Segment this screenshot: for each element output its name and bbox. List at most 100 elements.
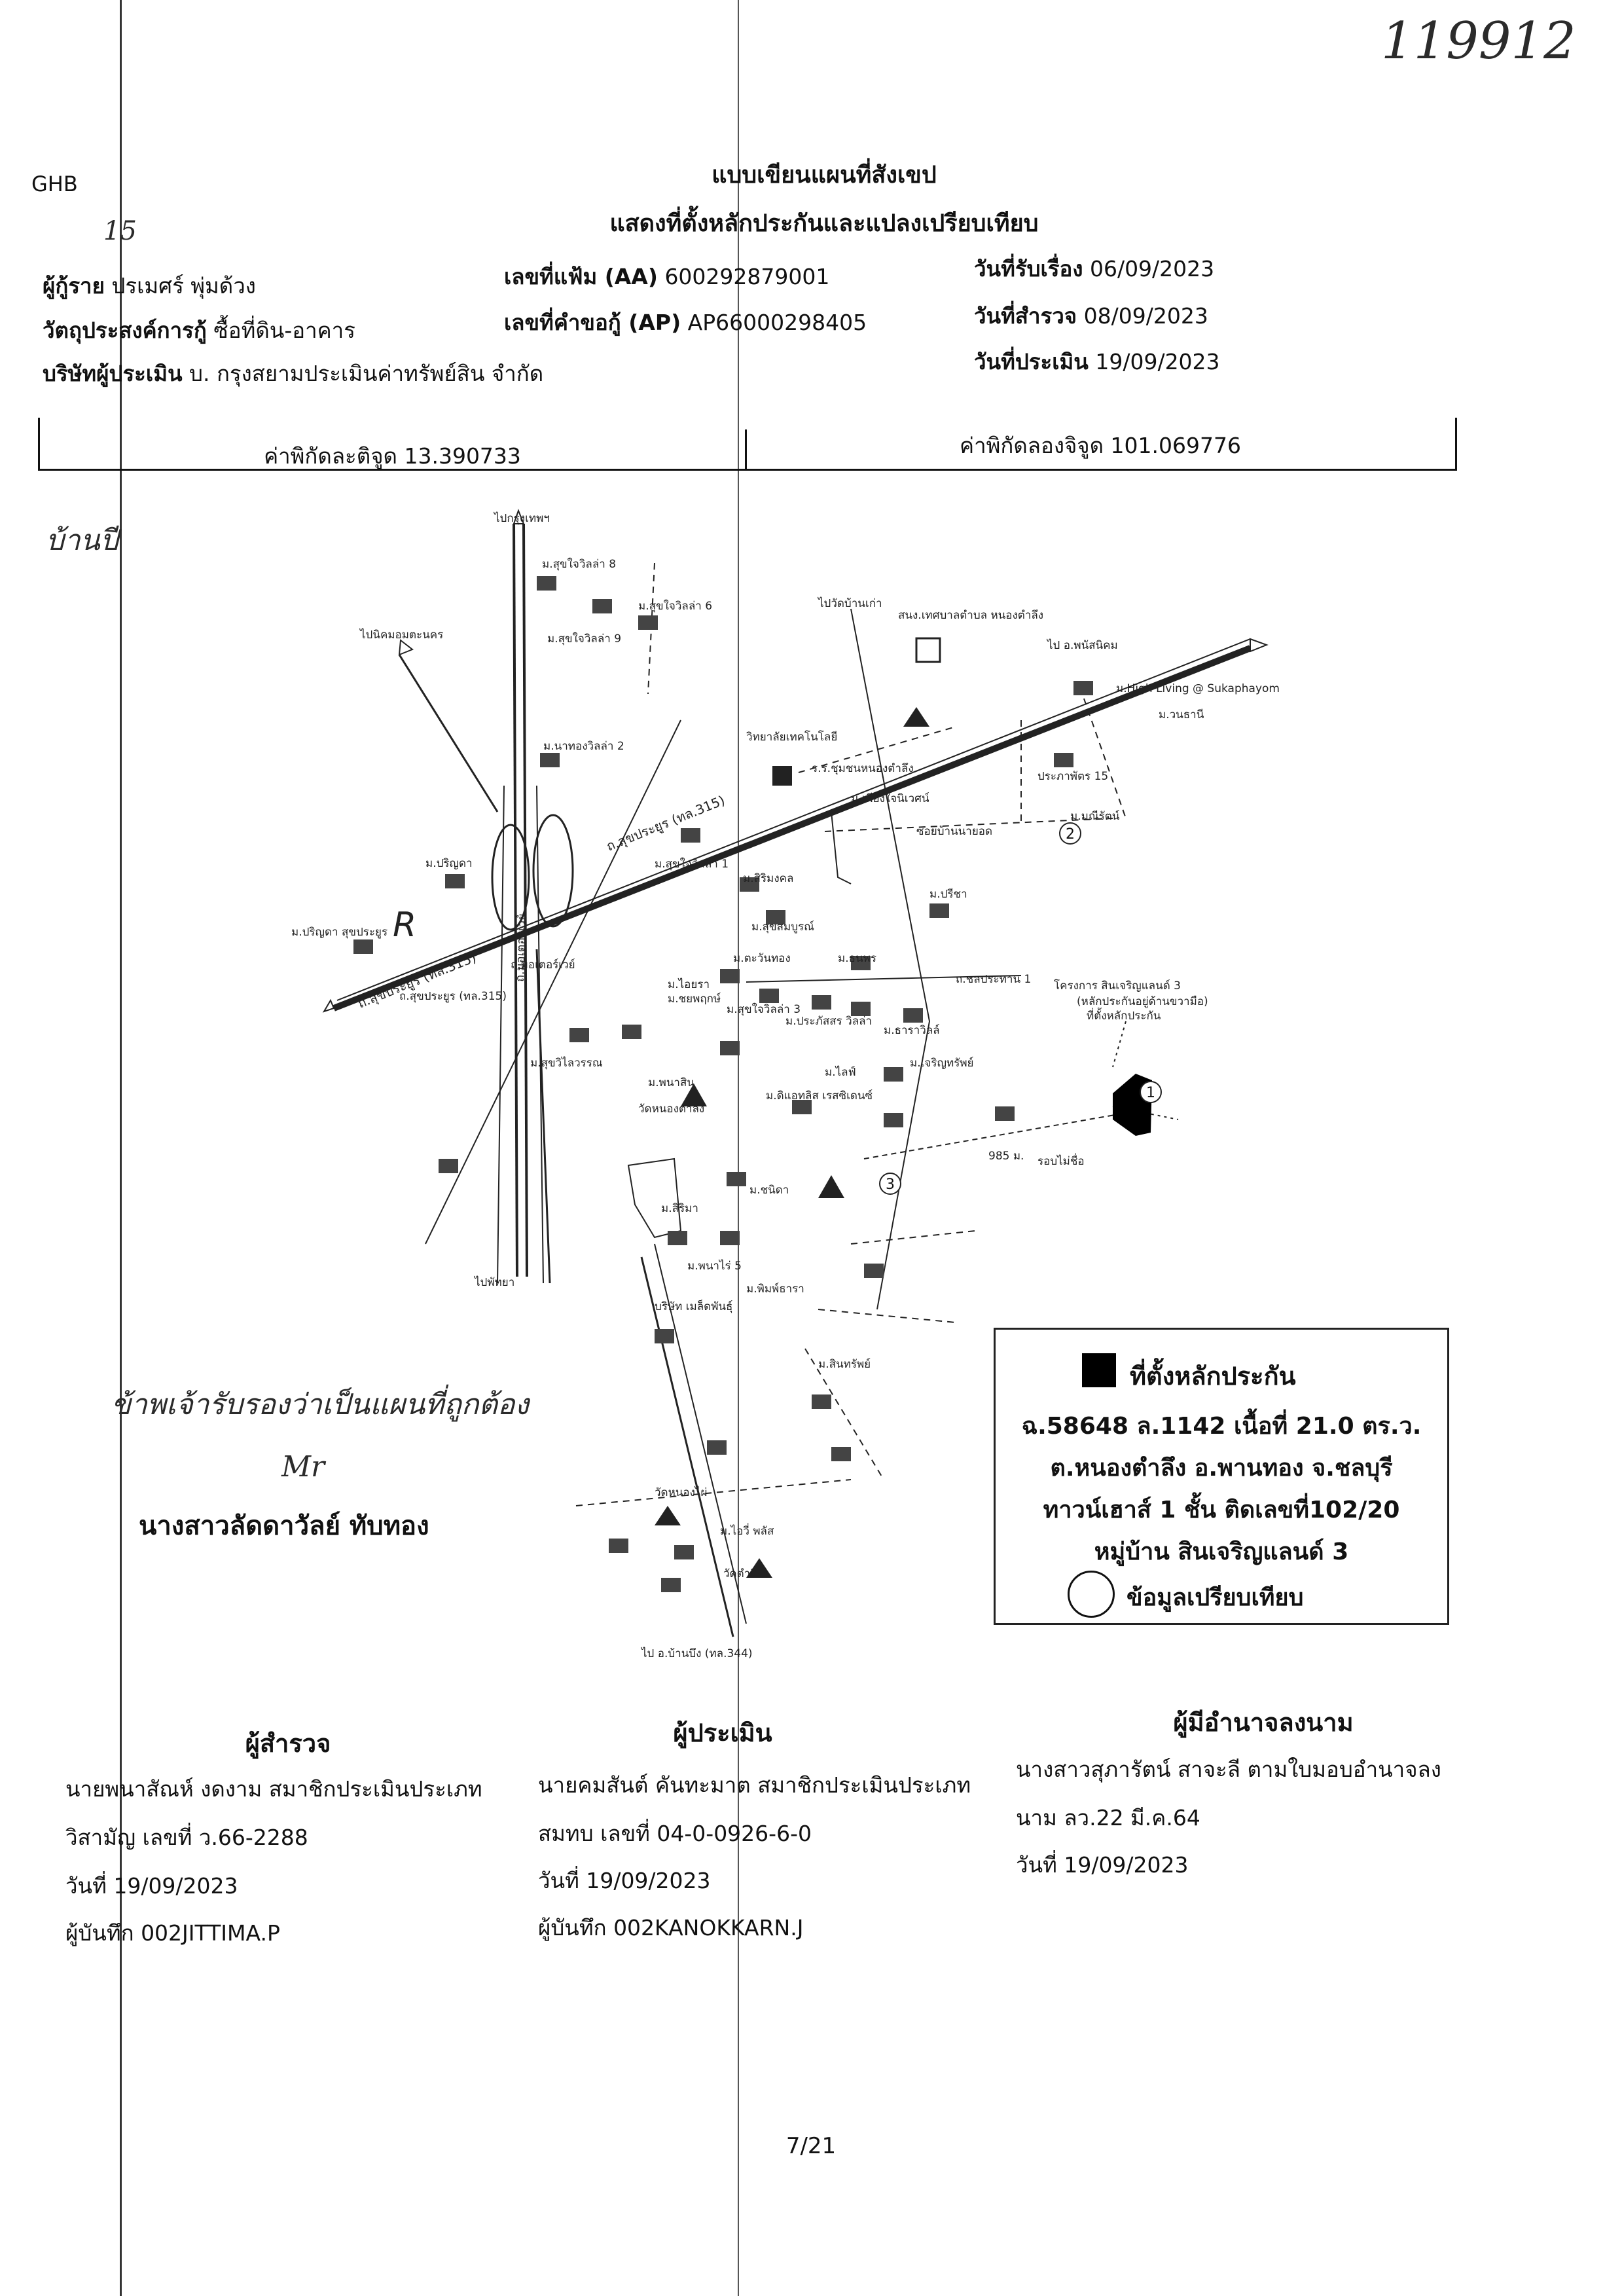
comparison-number-3: 3 xyxy=(886,1176,895,1193)
company-label: บริษัทผู้ประเมิน xyxy=(43,361,183,386)
village-icon xyxy=(445,874,465,888)
map-label: สนง.เทศบาลตำบล หนองตำลึง xyxy=(898,609,1044,622)
map-label: ม.สิริมา xyxy=(661,1202,698,1215)
comparison-marker-3 xyxy=(879,1173,901,1195)
village-icon xyxy=(884,1113,903,1127)
map-label: ม.นาทองวิลล่า 2 xyxy=(543,740,624,753)
school-icon xyxy=(772,766,792,786)
road-ban-bueng-edge xyxy=(654,1243,747,1624)
map-label: ม.พนาสิน xyxy=(648,1076,694,1089)
file-value: 600292879001 xyxy=(664,264,830,289)
appraise-row: วันที่ประเมิน 19/09/2023 xyxy=(974,344,1220,379)
legend-line-1: ฉ.58648 ล.1142 เนื้อที่ 21.0 ตร.ว. xyxy=(1021,1413,1422,1440)
appraiser-line-2: สมทบ เลขที่ 04-0-0926-6-0 xyxy=(538,1821,812,1846)
local-road-6 xyxy=(575,1479,852,1506)
surveyor-line-2: วิสามัญ เลขที่ ว.66-2288 xyxy=(65,1825,308,1850)
map-label: ไป อ.บ้านบึง (ทล.344) xyxy=(641,1647,753,1660)
borrower-value: ปรเมศร์ พุ่มด้วง xyxy=(111,273,256,299)
file-label: เลขที่แฟ้ม (AA) xyxy=(504,264,658,289)
request-value: AP66000298405 xyxy=(687,310,867,335)
certify-name: นางสาวลัดดาวัลย์ ทับทอง xyxy=(139,1511,429,1541)
map-label: ร.ร.ชุมชนหนองตำลึง xyxy=(812,762,914,775)
temple-icon xyxy=(681,1084,707,1106)
village-icon xyxy=(812,995,831,1010)
road-to-project xyxy=(863,1112,1126,1159)
survey-row: วันที่สำรวจ 08/09/2023 xyxy=(974,299,1208,333)
received-value: 06/09/2023 xyxy=(1089,256,1215,282)
map-label: ม.วนธานี xyxy=(1159,708,1204,721)
map-label: ม.High Living @ Sukaphayom xyxy=(1116,682,1280,695)
village-icon xyxy=(903,1008,923,1023)
page-subtitle: แสดงที่ตั้งหลักประกันและแปลงเปรียบเทียบ xyxy=(609,210,1039,237)
longitude-text: ค่าพิกัดลองจิจูด 101.069776 xyxy=(960,433,1241,458)
village-icon xyxy=(851,1002,871,1016)
map-label: ที่ตั้งหลักประกัน xyxy=(1087,1010,1161,1023)
map-label: ไปวัดบ้านเก่า xyxy=(818,597,882,610)
borrower-row: ผู้กู้ราย ปรเมศร์ พุ่มด้วง xyxy=(43,268,256,303)
temple-icon xyxy=(903,707,929,727)
building-outline-2 xyxy=(831,811,852,884)
map-label: ม.สุขสมบูรณ์ xyxy=(751,920,814,934)
appraiser-title: ผู้ประเมิน xyxy=(673,1719,772,1747)
purpose-label: วัตถุประสงค์การกู้ xyxy=(43,318,207,343)
village-icon xyxy=(864,1264,884,1278)
authority-title: ผู้มีอำนาจลงนาม xyxy=(1173,1708,1354,1737)
appraiser-line-4: ผู้บันทึก 002KANOKKARN.J xyxy=(538,1915,804,1941)
appraiser-line-3: วันที่ 19/09/2023 xyxy=(538,1868,711,1893)
map-label: ม.ธนพร xyxy=(838,952,876,965)
map-label: ถ.ชลประทาน 1 xyxy=(956,973,1032,986)
hand-r-mark: R xyxy=(393,905,416,945)
village-icon xyxy=(353,939,373,954)
page-title: แบบเขียนแผนที่สังเขป xyxy=(712,162,937,189)
interchange-loop-2 xyxy=(532,814,574,928)
map-label: ม.สุขใจวิลล่า 1 xyxy=(655,858,729,871)
map-label: ไปนิคมอมตะนคร xyxy=(360,629,444,642)
village-icon xyxy=(674,1545,694,1559)
authority-line-3: วันที่ 19/09/2023 xyxy=(1016,1852,1189,1878)
village-icon xyxy=(569,1028,589,1042)
village-icon xyxy=(1054,753,1073,767)
corner-number: 119912 xyxy=(1381,12,1576,71)
request-row: เลขที่คำขอกู้ (AP) AP66000298405 xyxy=(504,305,867,340)
village-icon xyxy=(720,969,740,983)
highway-315 xyxy=(333,645,1252,1011)
map-label: บริษัท เมล็ดพันธุ์ xyxy=(655,1300,733,1313)
village-icon xyxy=(759,989,779,1003)
village-icon xyxy=(995,1106,1015,1121)
village-icon xyxy=(792,1100,812,1114)
office-icon xyxy=(915,637,941,663)
coordinate-box: ค่าพิกัดละติจูด 13.390733 ค่าพิกัดลองจิจ… xyxy=(38,418,1457,471)
map-label-motorway: ถ.มอเตอร์เวย์ xyxy=(513,913,530,982)
map-label: ม.ไลฟ์ xyxy=(825,1066,856,1079)
map-label: ถ.มอเตอร์เวย์ xyxy=(511,958,575,972)
map-label: ม.มณีรัตน์ xyxy=(1070,810,1120,823)
legend-compare: ข้อมูลเปรียบเทียบ xyxy=(1126,1584,1304,1611)
map-label: ม.สิริมงคล xyxy=(743,872,794,885)
map-label: ม.เพียงใจนิเวศน์ xyxy=(851,792,929,805)
certify-signature: Mr xyxy=(281,1450,325,1484)
village-icon xyxy=(831,1447,851,1461)
map-label: ม.พนาไร่ 5 xyxy=(687,1260,742,1273)
legend-line-2: ต.หนองตำลึง อ.พานทอง จ.ชลบุรี xyxy=(1050,1455,1393,1482)
received-label: วันที่รับเรื่อง xyxy=(974,256,1083,282)
map-label: ม.ตะวันทอง xyxy=(733,952,791,965)
map-label: ประภาพัตร 15 xyxy=(1037,770,1109,783)
local-road-9 xyxy=(647,562,655,695)
comparison-legend-icon xyxy=(1068,1571,1115,1618)
village-icon xyxy=(681,828,700,843)
collateral-pointer-2 xyxy=(1112,1021,1126,1068)
company-row: บริษัทผู้ประเมิน บ. กรุงสยามประเมินค่าทร… xyxy=(43,356,543,391)
legend-title: ที่ตั้งหลักประกัน xyxy=(1130,1362,1296,1391)
comparison-marker-2 xyxy=(1059,822,1081,845)
coordinate-divider xyxy=(745,429,747,469)
certify-handwriting: ข้าพเจ้ารับรองว่าเป็นแผนที่ถูกต้อง xyxy=(111,1388,529,1421)
village-icon xyxy=(1073,681,1093,695)
map-label: วัดหนองไผ่ xyxy=(655,1486,708,1499)
village-icon xyxy=(638,615,658,630)
village-icon xyxy=(884,1067,903,1082)
map-label: โครงการ สินเจริญแลนด์ 3 xyxy=(1054,979,1181,993)
appraise-label: วันที่ประเมิน xyxy=(974,349,1089,374)
surveyor-line-3: วันที่ 19/09/2023 xyxy=(65,1873,238,1899)
